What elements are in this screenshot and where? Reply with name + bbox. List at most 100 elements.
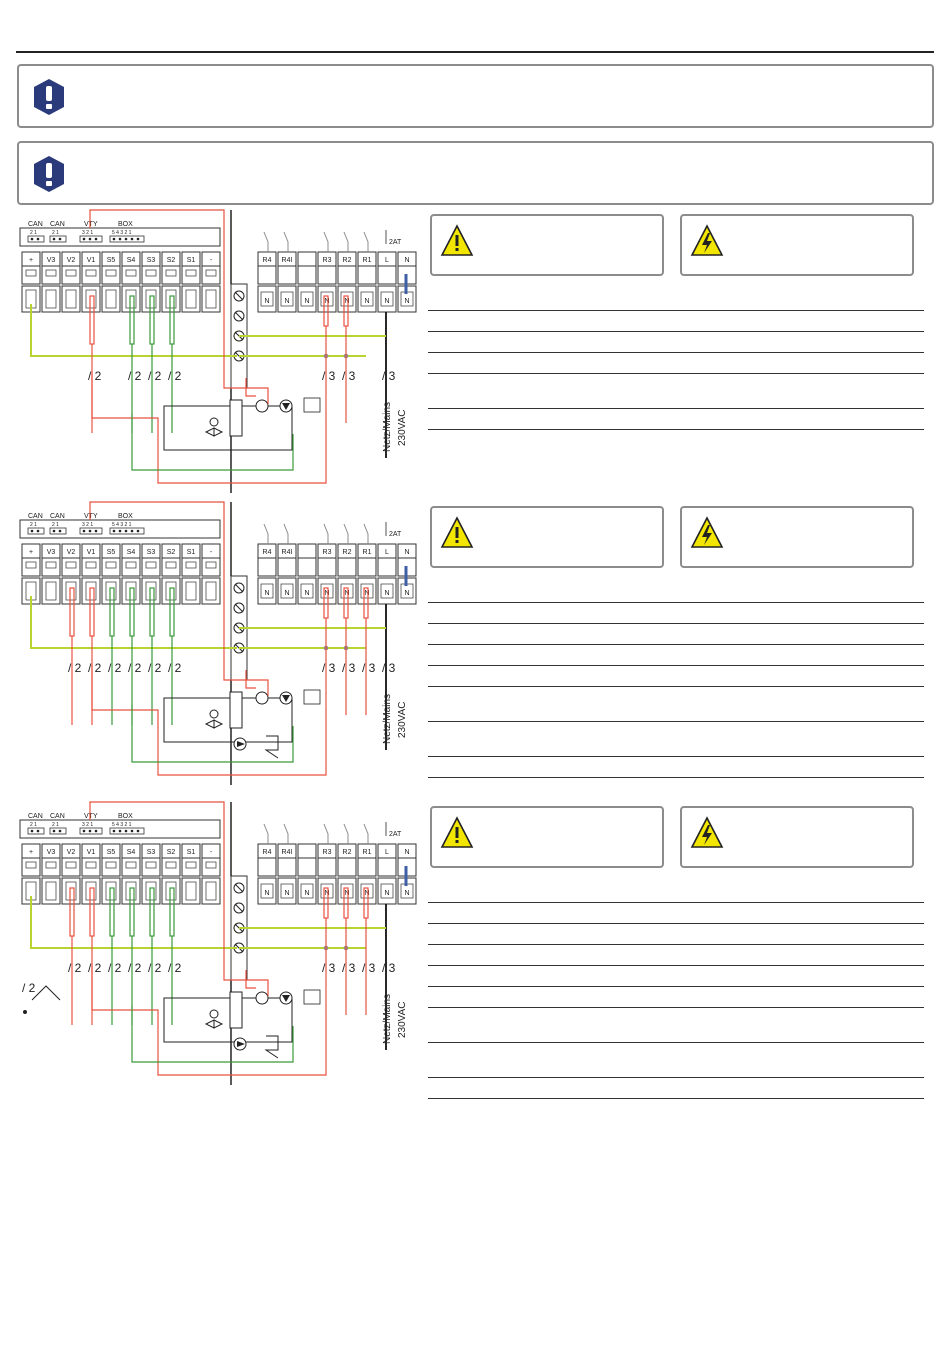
mains-voltage-label: 230VAC [397,409,408,446]
screw-slot [234,883,244,893]
cable-label: / 2 [128,369,142,383]
info-exclamation-icon [34,156,64,192]
terminal-label: + [29,849,33,856]
relay-terminal: R2N [337,543,357,605]
mains-voltage-label: 230VAC [397,701,408,738]
sensor-terminal: V2 [61,251,81,313]
vty-label: VTY [84,513,98,520]
terminal-label: L [385,549,389,556]
relay-contact [283,823,289,844]
connector-plug: 2 1 [49,522,67,535]
cable-label: / 3 [362,961,376,975]
terminal-label: R1 [363,257,372,264]
cable-label: / 2 [148,961,162,975]
relay-terminal: R1N [357,543,377,605]
warning-triangle-icon [440,224,474,256]
high-voltage-icon [690,224,724,256]
cable-label: / 3 [382,369,396,383]
relay-contact [363,523,369,544]
high-voltage-icon [690,516,724,548]
sensor-terminal: S1 [181,843,201,905]
box-label: BOX [118,813,133,820]
terminal-label: V3 [47,549,56,556]
cable-label: / 2 [88,369,102,383]
table-row [428,1043,924,1078]
terminal-label: N [324,590,329,597]
table-row [428,966,924,987]
pin-numbers: 2 1 [52,822,59,828]
high-voltage-icon [690,816,724,848]
warning-box [430,214,664,276]
sensor-terminal: V1 [81,251,101,313]
sensor-terminal: V1 [81,843,101,905]
pin-numbers: 3 2 1 [82,230,93,236]
terminal-label: + [29,257,33,264]
terminal-label: N [304,590,309,597]
can-label: CAN [28,813,43,820]
terminal-table-2 [428,582,924,778]
terminal-label: S4 [127,257,136,264]
screw-slot [234,583,244,593]
relay-terminal: R1N [357,251,377,313]
connector-plug: 3 2 1 [79,522,103,535]
cable-label: / 2 [108,661,122,675]
shower-icon [303,397,321,413]
sensor-terminal: V1 [81,543,101,605]
cable-label: / 3 [382,961,396,975]
terminal-label: N [384,298,389,305]
earth-wire [30,304,237,357]
table-row [428,624,924,645]
table-row [428,722,924,757]
sensor-terminal: S3 [141,543,161,605]
screw-slot [234,291,244,301]
table-row [428,409,924,430]
terminal-label: S3 [147,549,156,556]
earth-wire [30,596,237,649]
relay-terminal: R3N [317,543,337,605]
flow-sensor [255,691,269,705]
high-voltage-box [680,214,914,276]
mains-label: Netz/Mains [382,694,393,744]
terminal-label: S5 [107,849,116,856]
pin-numbers: 2 1 [30,230,37,236]
mains-voltage-label: 230VAC [397,1001,408,1038]
terminal-table-3 [428,882,924,1099]
can-label: CAN [50,513,65,520]
terminal-label: N [364,890,369,897]
table-row [428,903,924,924]
pin-numbers: 2 1 [30,822,37,828]
table-row [428,332,924,353]
table-row [428,603,924,624]
cable-label: / 3 [362,661,376,675]
terminal-label: L [385,257,389,264]
sensor-terminal: S1 [181,543,201,605]
pump-arrow [282,695,290,702]
terminal-label: R2 [343,849,352,856]
terminal-label: N [364,590,369,597]
connector-plug: 5 4 3 2 1 [109,522,145,535]
cable-label: / 3 [342,661,356,675]
relay-terminal: R4N [257,543,277,605]
can-label: CAN [50,813,65,820]
sensor-terminal: S1 [181,251,201,313]
shower-icon [303,689,321,705]
connector-plug: 3 2 1 [79,230,103,243]
table-row [428,757,924,778]
connector-plug: 5 4 3 2 1 [109,230,145,243]
terminal-label: V2 [67,549,76,556]
terminal-label: N [404,298,409,305]
high-voltage-box [680,806,914,868]
warning-box [430,506,664,568]
sensor-terminal: S2 [161,843,181,905]
terminal-label: V1 [87,549,96,556]
valve-motor [209,417,219,427]
warning-triangle-icon [440,816,474,848]
green-return [131,1005,294,1063]
red-return [91,965,327,1076]
table-row [428,987,924,1008]
terminal-label: S1 [187,257,196,264]
terminal-label: N [404,849,409,856]
sensor-terminal: + [21,251,41,313]
pin-numbers: 3 2 1 [82,822,93,828]
